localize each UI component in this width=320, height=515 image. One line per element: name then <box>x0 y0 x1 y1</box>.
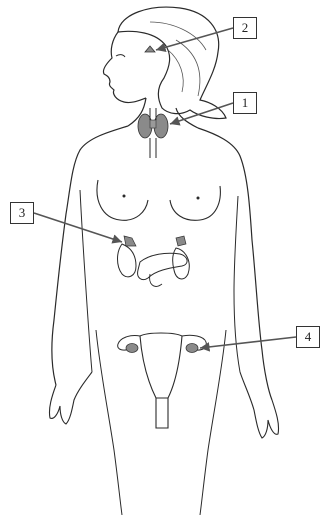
leg-line-left <box>96 330 122 515</box>
leg-line-right <box>200 330 226 515</box>
label-box-3: 3 <box>10 202 34 224</box>
breast-left <box>97 180 148 220</box>
label-3-text: 3 <box>19 205 26 221</box>
ovary-right <box>186 344 198 353</box>
adrenal-kidney-pancreas <box>118 236 190 286</box>
pituitary-gland <box>145 46 155 52</box>
breast-right <box>170 186 220 220</box>
arrow-3 <box>34 213 122 242</box>
nipple-left <box>123 195 126 198</box>
hair-strands <box>150 22 206 96</box>
hand-right <box>240 372 279 438</box>
thyroid-gland <box>138 114 168 138</box>
label-2-text: 2 <box>242 20 249 36</box>
eye <box>116 55 125 57</box>
label-box-4: 4 <box>296 326 320 348</box>
label-4-text: 4 <box>305 329 312 345</box>
label-box-2: 2 <box>233 17 257 39</box>
nipple-right <box>197 197 200 200</box>
adrenal-left <box>124 236 136 246</box>
hand-left <box>49 372 92 424</box>
arrow-2 <box>156 28 233 50</box>
face-outline <box>103 32 146 103</box>
arm-inner-left <box>80 190 92 372</box>
pancreas <box>138 253 187 279</box>
adrenal-right <box>176 236 186 246</box>
arrow-4 <box>200 337 296 348</box>
label-box-1: 1 <box>233 92 257 114</box>
uterus-ovaries <box>118 333 207 428</box>
ovary-left <box>126 344 138 353</box>
label-1-text: 1 <box>242 95 249 111</box>
arm-inner-right <box>234 196 240 372</box>
